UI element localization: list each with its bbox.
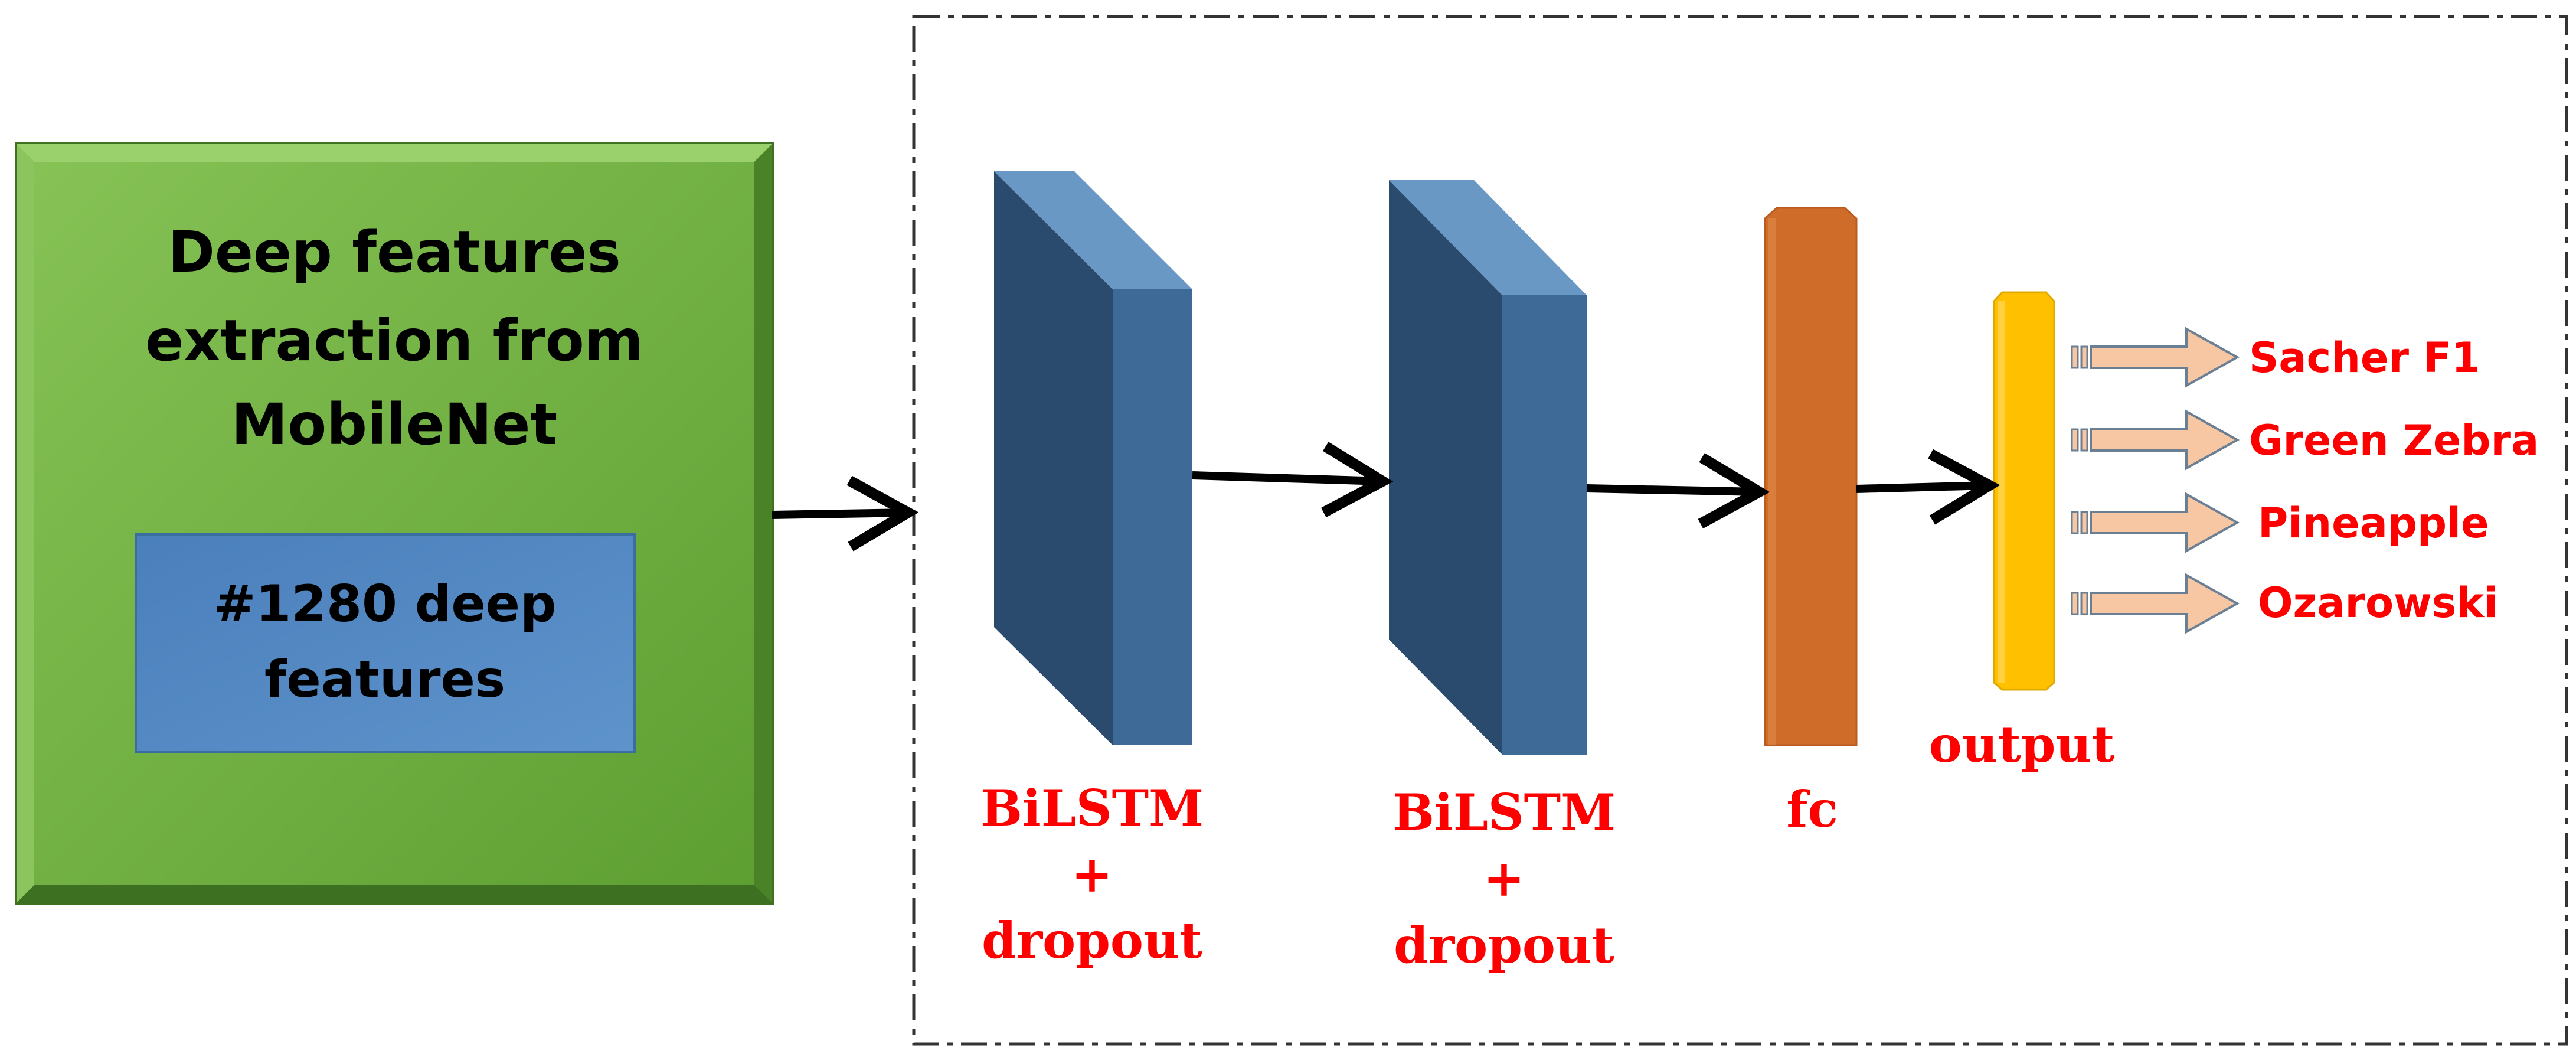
layer-1-label-line-3: dropout: [982, 911, 1202, 970]
arrow-bilstm2-to-fc: [1586, 453, 1770, 528]
fc-layer-label: fc: [1786, 780, 1838, 839]
fc-layer: [1764, 207, 1858, 746]
class-arrow-4: [2071, 573, 2240, 634]
class-label-sacher-f1: Sacher F1: [2249, 334, 2480, 382]
feature-title-line-2: extraction from: [145, 308, 643, 374]
layer-2-label-line-1: BiLSTM: [1392, 783, 1616, 841]
class-arrow-1: [2071, 327, 2240, 388]
deep-features-box: [135, 533, 636, 753]
feature-extraction-block: Deep features extraction from MobileNet …: [15, 142, 774, 905]
arrow-bilstm1-to-bilstm2: [1192, 442, 1394, 517]
class-label-green-zebra: Green Zebra: [2249, 416, 2539, 465]
deep-features-line-1: #1280 deep: [213, 575, 556, 634]
layer-2-label-line-3: dropout: [1394, 916, 1614, 974]
output-layer-label: output: [1929, 715, 2115, 774]
output-layer: [1993, 291, 2055, 691]
class-arrow-3: [2071, 492, 2240, 553]
feature-title-line-1: Deep features: [168, 219, 621, 285]
layer-1-label-line-2: +: [1071, 845, 1113, 903]
deep-features-line-2: features: [264, 650, 505, 709]
class-label-ozarowski: Ozarowski: [2258, 579, 2498, 627]
layer-1-label-line-1: BiLSTM: [980, 779, 1204, 837]
layer-2-label-line-2: +: [1483, 849, 1525, 908]
class-label-pineapple: Pineapple: [2258, 499, 2489, 547]
bilstm-layer-1: [994, 171, 1192, 745]
arrow-fc-to-output: [1856, 449, 2000, 525]
class-arrow-2: [2071, 409, 2240, 471]
arrow-features-to-bilstm1: [772, 475, 919, 552]
bilstm-layer-2: [1389, 180, 1587, 755]
feature-title-line-3: MobileNet: [231, 392, 557, 458]
